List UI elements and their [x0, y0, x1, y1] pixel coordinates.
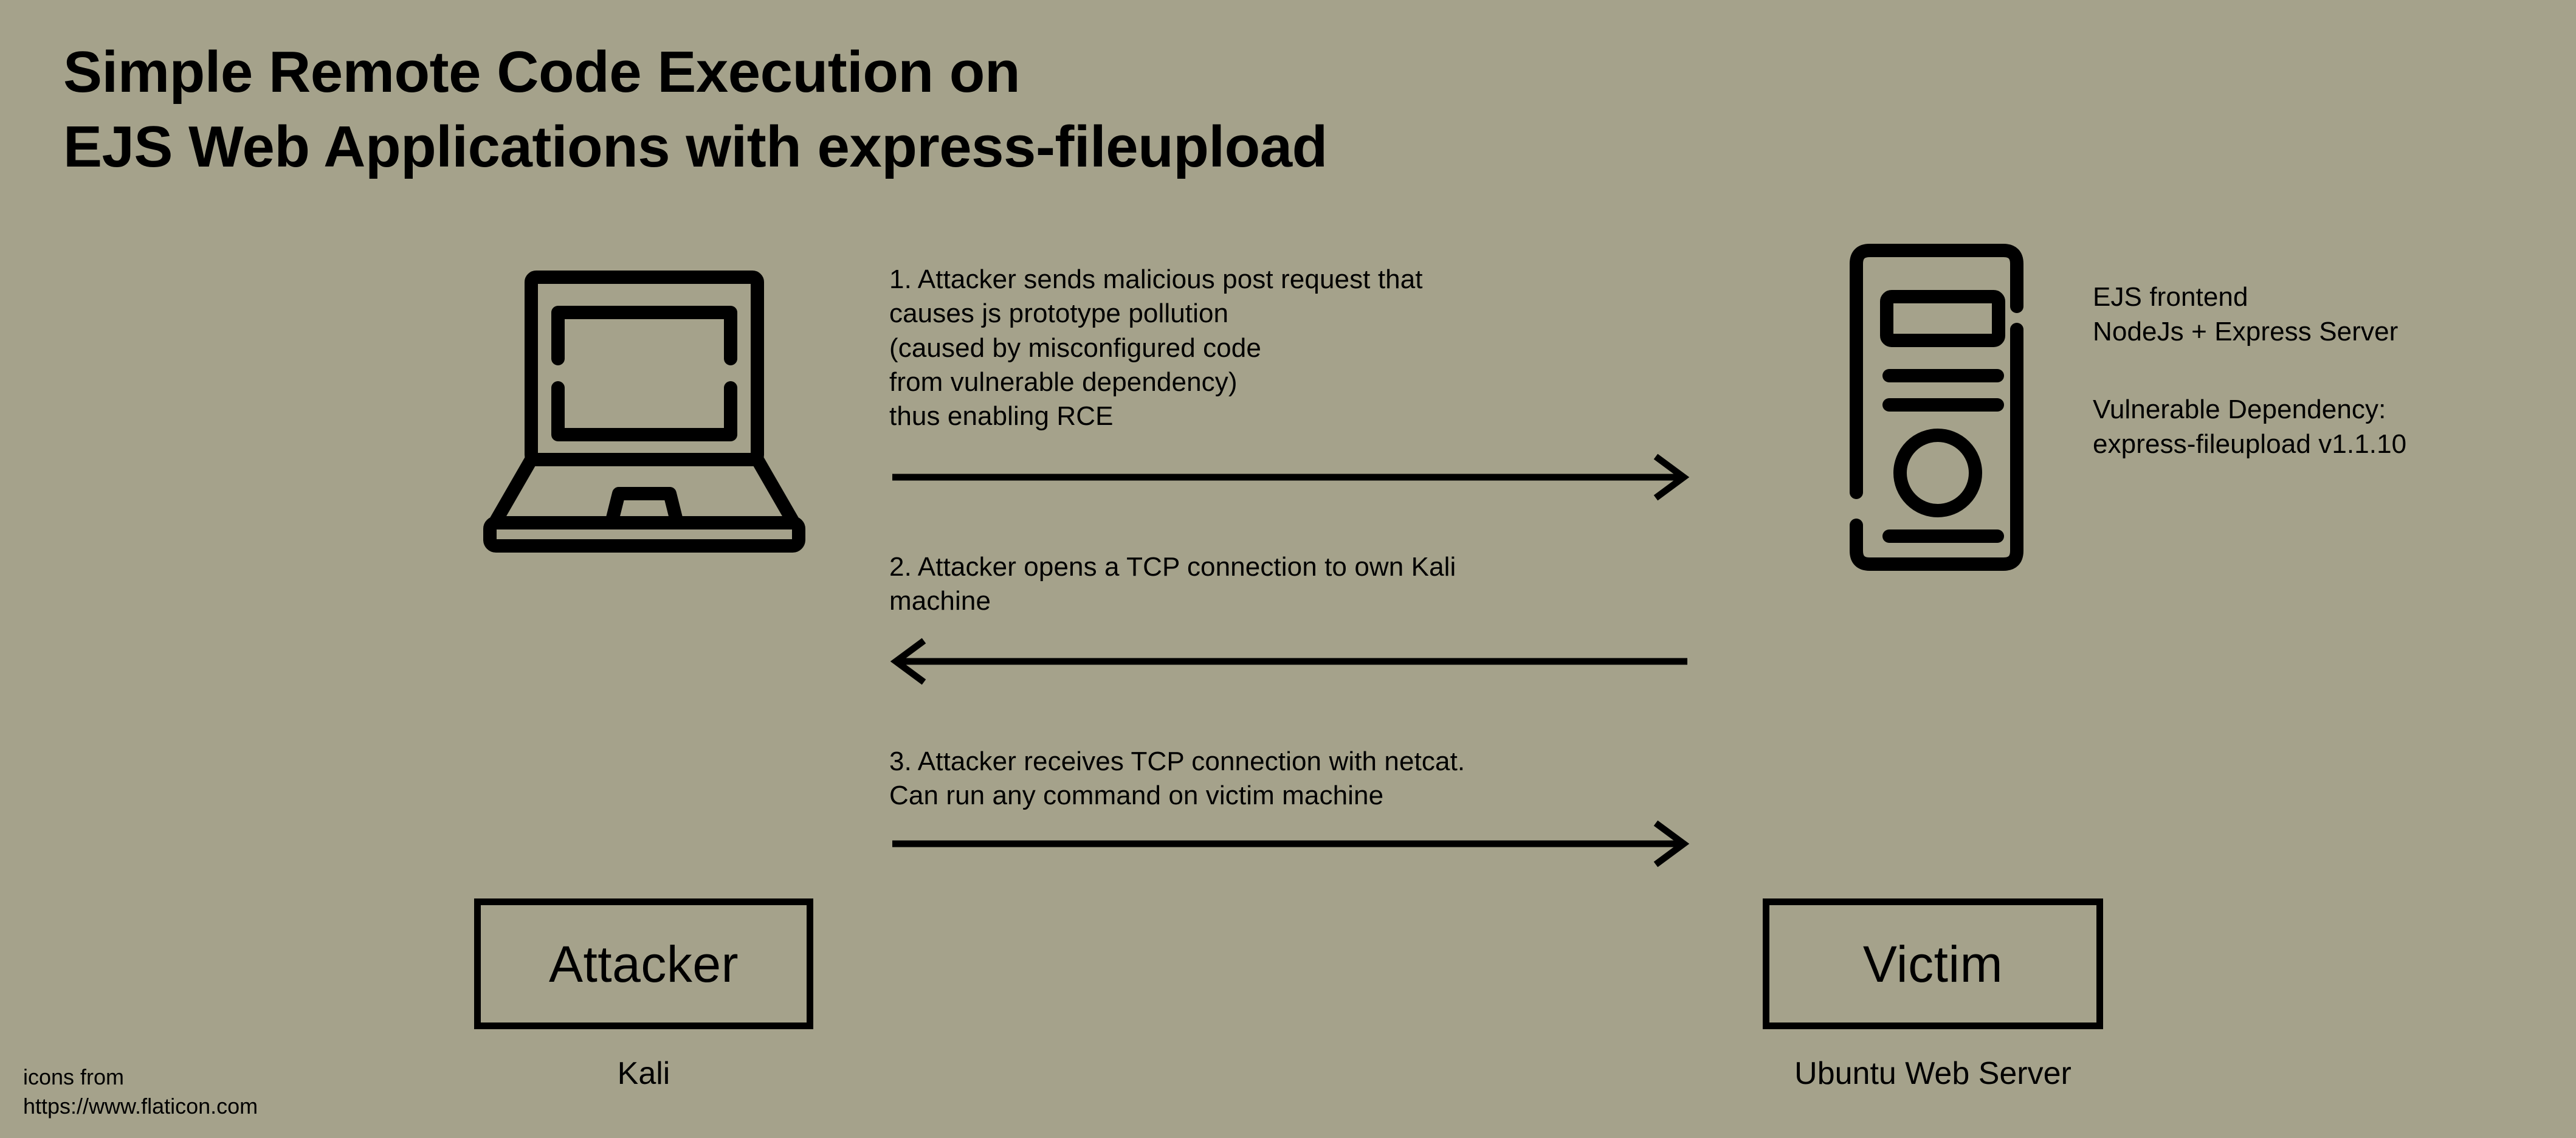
- arrow-step-3-right: [889, 819, 1691, 868]
- victim-stack-note: EJS frontend NodeJs + Express Server: [2093, 282, 2399, 347]
- victim-sublabel: Ubuntu Web Server: [1794, 1056, 2071, 1091]
- attacker-box-label: Attacker: [548, 935, 739, 993]
- arrow-step-1-right: [889, 453, 1691, 502]
- icon-credit: icons from https://www.flaticon.com: [23, 1064, 258, 1119]
- laptop-icon: [480, 261, 808, 559]
- laptop-icon-svg: [483, 271, 805, 553]
- step-2-description: 2. Attacker opens a TCP connection to ow…: [889, 552, 1456, 616]
- arrow-step-3-svg: [892, 820, 1690, 867]
- victim-vulnerable-dependency-note: Vulnerable Dependency: express-fileuploa…: [2093, 395, 2407, 460]
- server-tower-icon: [1824, 237, 2048, 578]
- arrow-step-2-left: [889, 637, 1691, 686]
- step-1-description: 1. Attacker sends malicious post request…: [889, 264, 1423, 432]
- victim-box-label: Victim: [1862, 935, 2003, 993]
- arrow-step-1-svg: [892, 453, 1690, 501]
- arrow-step-2-svg: [890, 638, 1687, 685]
- step-3-description: 3. Attacker receives TCP connection with…: [889, 747, 1465, 811]
- server-tower-icon-svg: [1850, 244, 2023, 571]
- page-title: Simple Remote Code Execution on EJS Web …: [63, 40, 1328, 179]
- attacker-sublabel: Kali: [617, 1056, 670, 1091]
- victim-box: Victim: [1763, 898, 2103, 1029]
- attacker-box: Attacker: [474, 898, 813, 1029]
